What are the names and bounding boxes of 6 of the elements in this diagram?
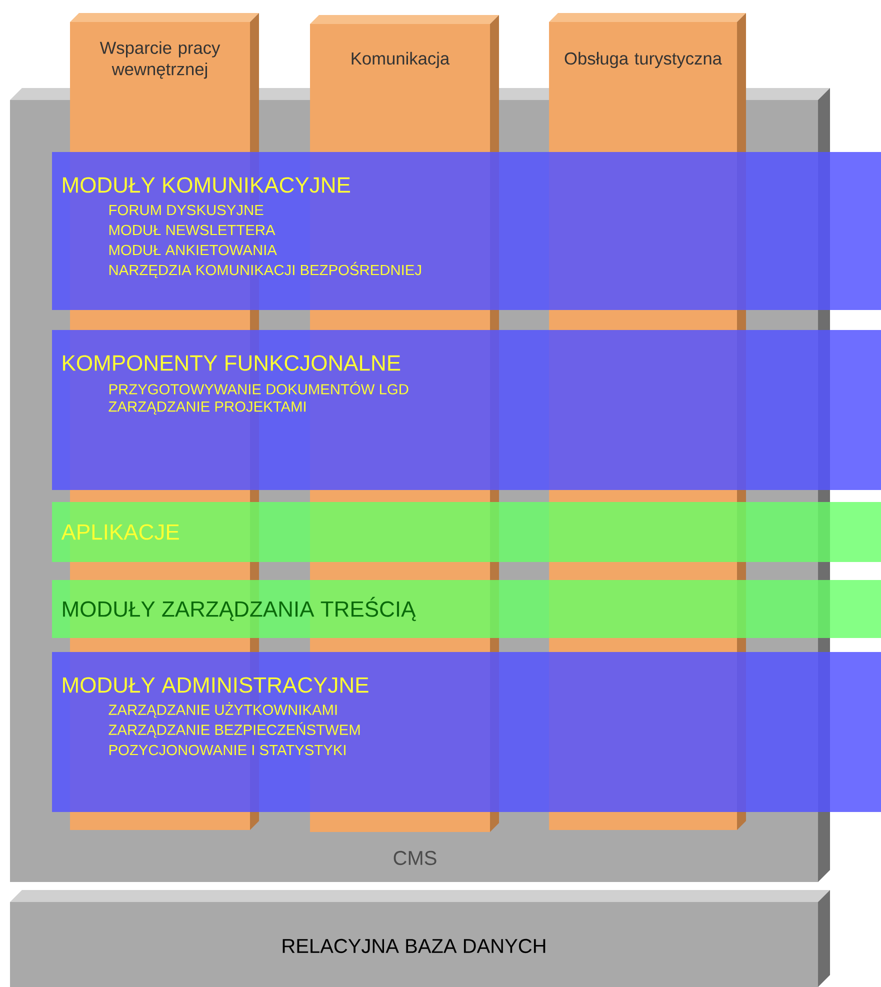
module-band: MODUŁY ADMINISTRACYJNE ZARZĄDZANIE UŻYTKOWNIKAMI ZARZĄDZANIE BEZPIECZEŃSTWEM POZYCJONOWANIE I STATYSTYKI xyxy=(52,652,881,812)
layer-band: MODUŁY ZARZĄDZANIA TREŚCIĄ xyxy=(52,580,881,638)
module-band: MODUŁY KOMUNIKACYJNE FORUM DYSKUSYJNE MODUŁ NEWSLETTERA MODUŁ ANKIETOWANIA NARZĘDZIA KOMUNIKACJI BEZPOŚREDNIEJ xyxy=(52,152,881,310)
module-band: KOMPONENTY FUNKCJONALNE PRZYGOTOWYWANIE DOKUMENTÓW LGD ZARZĄDZANIE PROJEKTAMI xyxy=(52,330,881,490)
database-box: RELACYJNA BAZA DANYCH xyxy=(10,890,830,987)
layer-band: APLIKACJE xyxy=(52,502,881,562)
